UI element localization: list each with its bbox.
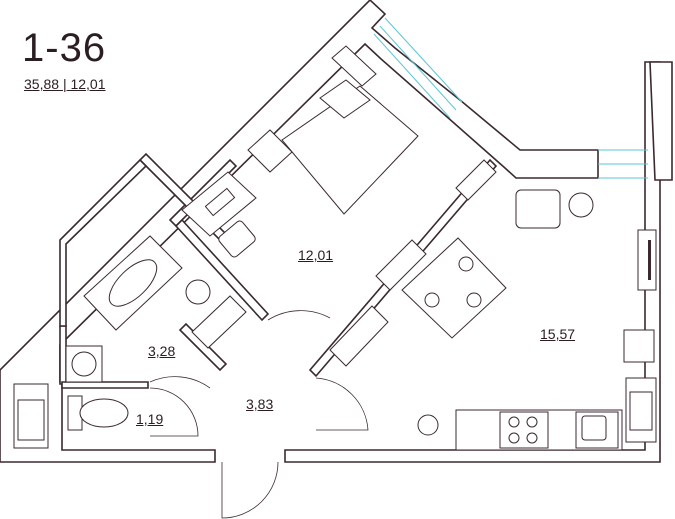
total-area: 35,88	[24, 76, 60, 92]
room-area-kitchen-living: 15,57	[540, 326, 576, 342]
radiator	[623, 329, 655, 363]
bathroom-rack	[191, 295, 247, 349]
bedside-table	[247, 129, 293, 173]
exterior-walls	[0, 0, 673, 463]
bathroom-door	[149, 376, 211, 389]
room-area-bedroom: 12,01	[298, 247, 334, 263]
washbasin	[185, 279, 211, 305]
unit-title: 1-36	[22, 26, 107, 70]
burner	[508, 416, 520, 428]
unit-areas: 35,88 | 12,01	[24, 76, 106, 92]
keyboard	[204, 187, 236, 217]
toilet-bowl	[79, 398, 129, 428]
tv-unit	[637, 229, 657, 291]
wardrobe	[331, 45, 377, 87]
floor-lamp	[568, 192, 594, 218]
sink-basin	[581, 415, 607, 441]
dining-table	[401, 237, 507, 339]
armchair	[515, 189, 561, 229]
plate	[466, 292, 482, 308]
area-separator: |	[62, 76, 67, 92]
storage-unit	[13, 383, 49, 449]
sink	[575, 411, 619, 449]
plant	[417, 414, 439, 436]
living-area: 12,01	[70, 76, 106, 92]
burner	[526, 432, 538, 444]
pillow	[319, 79, 371, 119]
window-glazing	[373, 17, 648, 179]
toilet-door	[149, 387, 199, 437]
hall-wardrobe	[329, 159, 497, 367]
desk-chair	[218, 220, 256, 258]
toilet-fixtures	[13, 383, 129, 449]
washing-machine-drum	[71, 351, 97, 377]
hall-door	[315, 377, 369, 431]
bedroom-door	[267, 310, 331, 321]
plate	[458, 256, 474, 272]
doors	[149, 310, 369, 519]
bathtub-basin	[108, 259, 158, 307]
room-area-hallway: 3,83	[246, 396, 274, 412]
bedroom-furniture	[181, 45, 419, 258]
plate	[424, 292, 440, 308]
kitchen-furniture	[401, 189, 657, 451]
entry-door	[221, 461, 279, 519]
burner	[526, 416, 538, 428]
cooktop	[499, 411, 549, 449]
room-area-toilet: 1,19	[136, 411, 164, 427]
fridge-inner	[629, 391, 653, 431]
tv	[648, 240, 651, 280]
fridge	[625, 377, 657, 443]
bathroom-fixtures	[65, 235, 247, 383]
storage-unit-inner	[17, 399, 45, 441]
burner	[508, 432, 520, 444]
room-area-bathroom: 3,28	[148, 343, 176, 359]
